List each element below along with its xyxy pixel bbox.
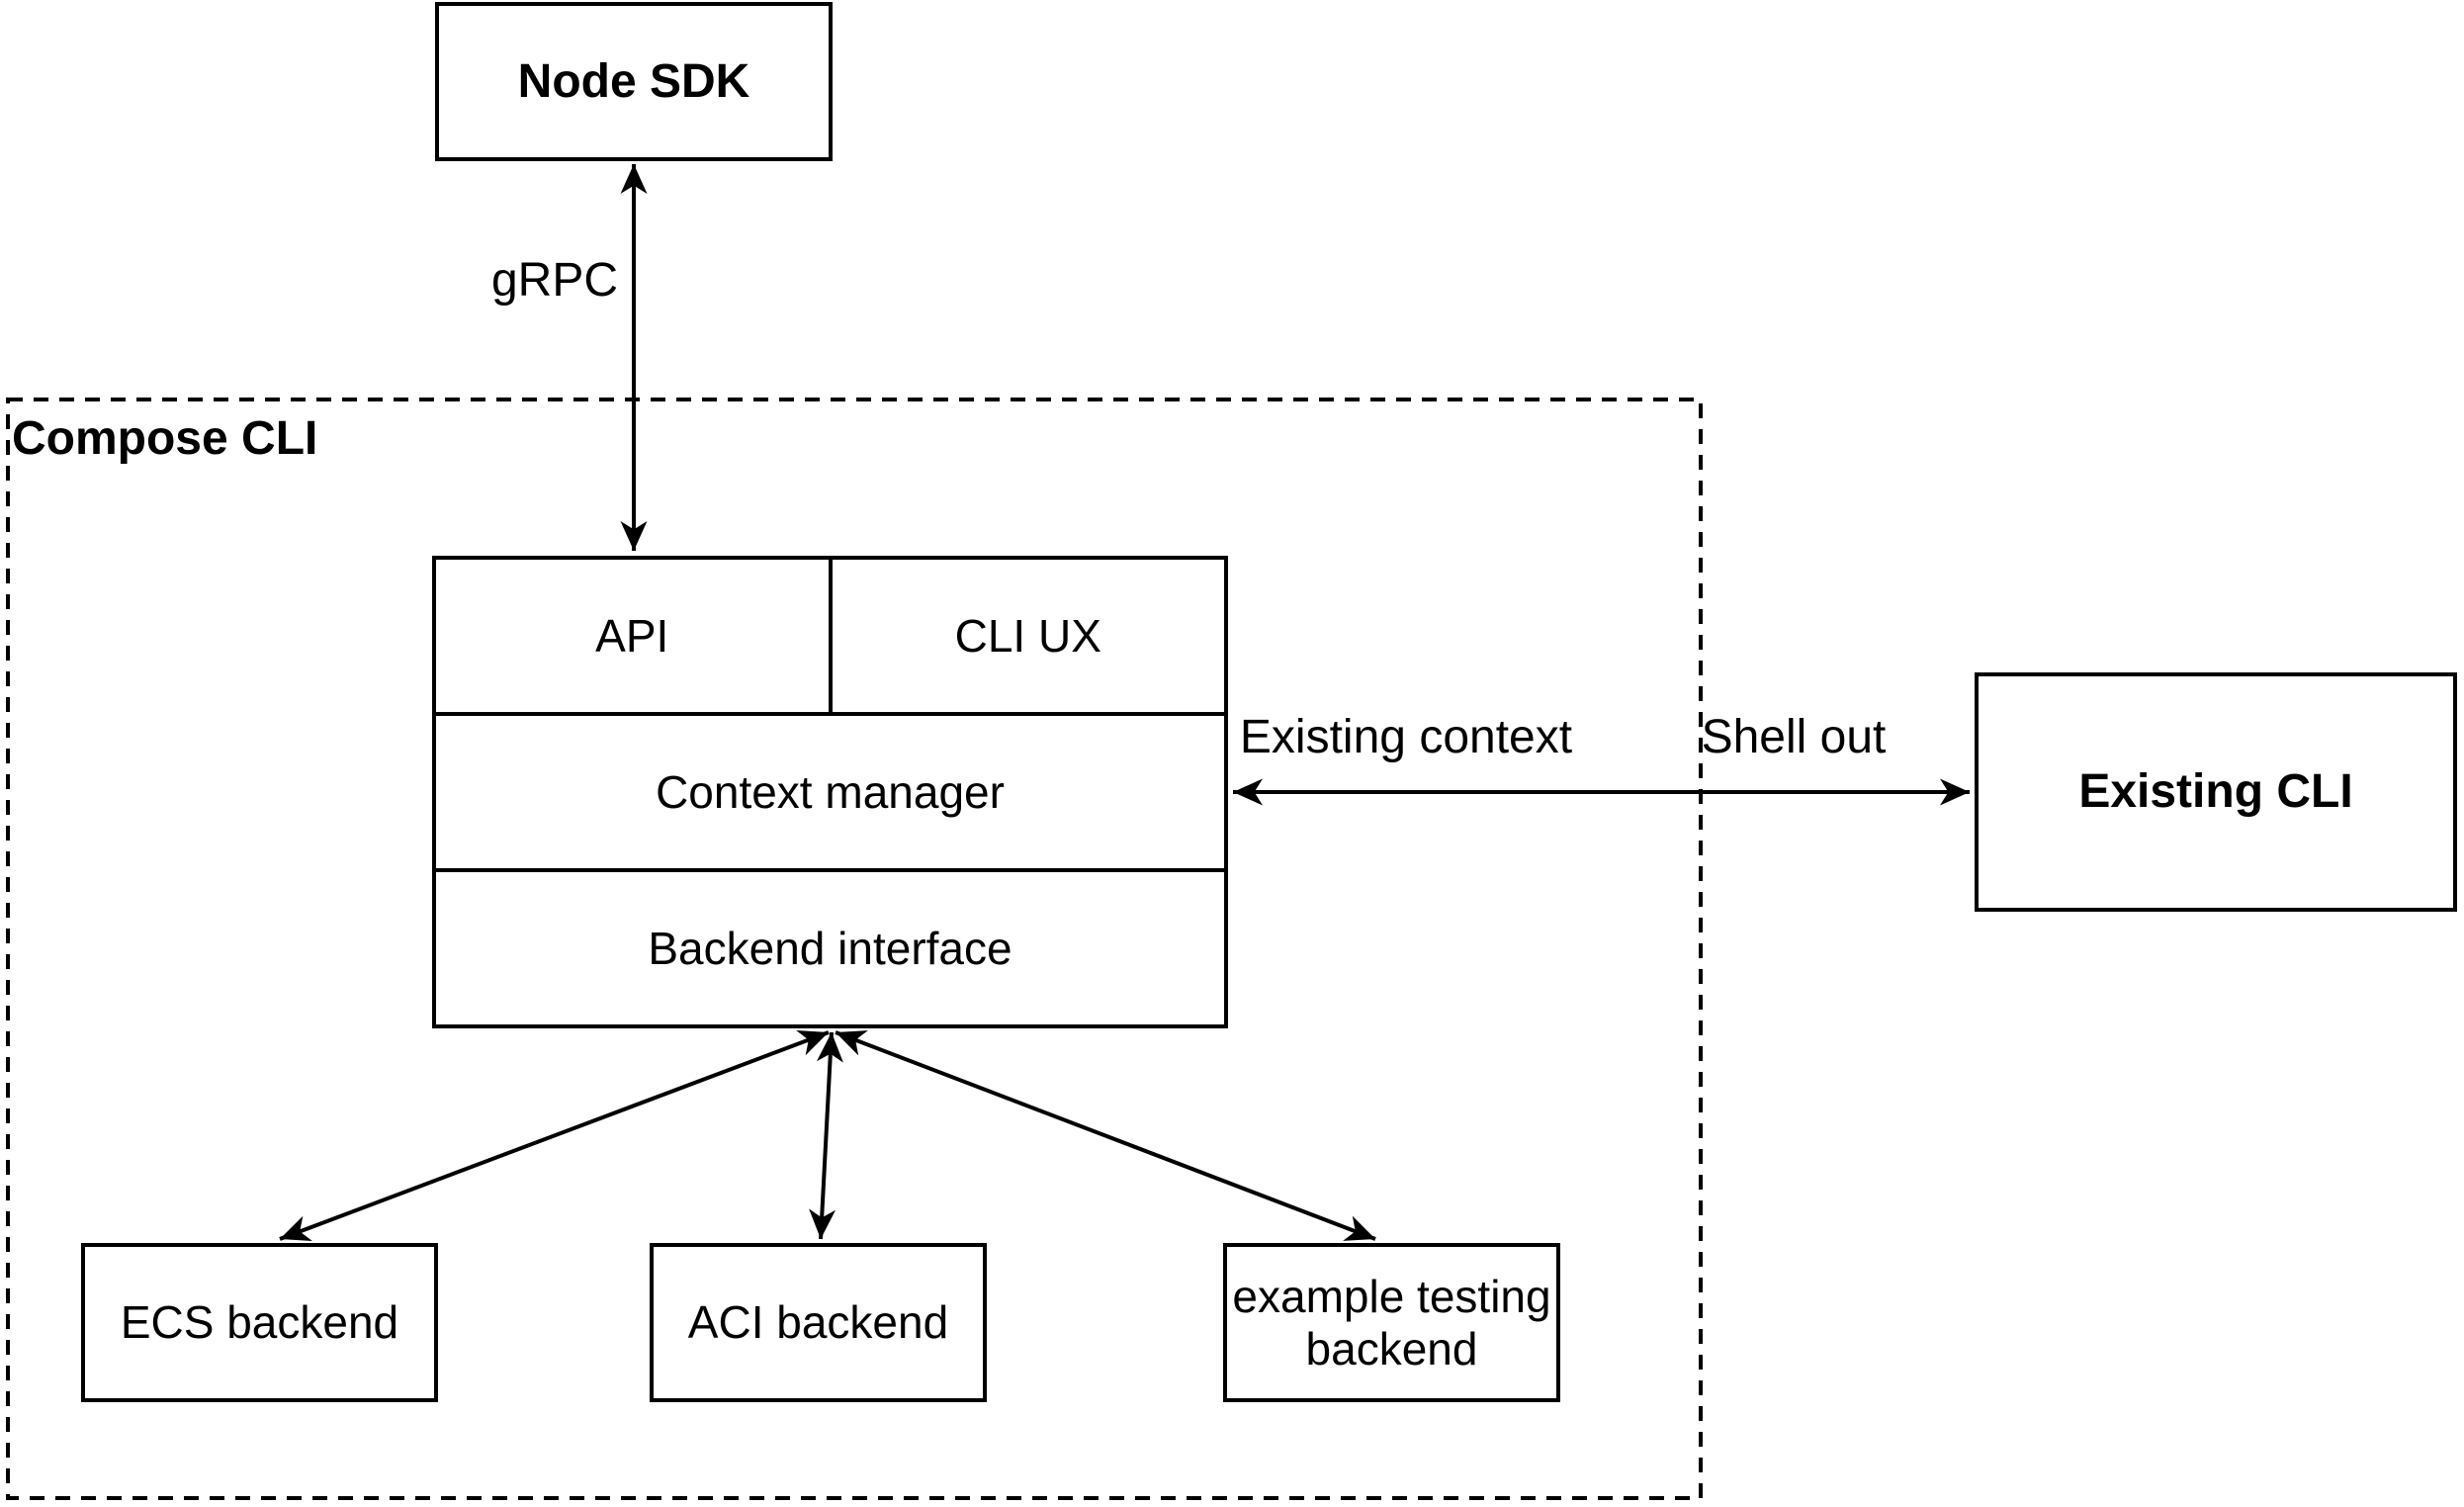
cli-stack-box: API CLI UX Context manager Backend inter…	[432, 556, 1228, 1028]
node-sdk-label: Node SDK	[517, 54, 750, 108]
node-sdk-box: Node SDK	[435, 2, 833, 161]
backend-interface-row: Backend interface	[436, 868, 1224, 1024]
aci-backend-connector	[809, 1031, 843, 1240]
grpc-edge-label: gRPC	[490, 254, 618, 307]
api-cell: API	[436, 560, 829, 712]
example-testing-backend-box: example testing backend	[1223, 1243, 1560, 1402]
backend-interface-label: Backend interface	[648, 923, 1012, 974]
compose-cli-container-label: Compose CLI	[12, 411, 322, 466]
example-testing-backend-label: example testing backend	[1232, 1270, 1551, 1374]
existing-context-edge-label: Existing context	[1239, 711, 1573, 763]
cli-ux-cell: CLI UX	[828, 560, 1225, 712]
existing-cli-label: Existing CLI	[2078, 765, 2353, 819]
cli-ux-label: CLI UX	[954, 610, 1101, 662]
api-label: API	[595, 610, 669, 662]
aci-backend-label: ACI backend	[687, 1296, 949, 1349]
ecs-backend-label: ECS backend	[120, 1296, 399, 1349]
aci-backend-box: ACI backend	[650, 1243, 987, 1402]
ecs-backend-connector	[279, 1029, 830, 1242]
existing-cli-box: Existing CLI	[1975, 672, 2457, 912]
context-manager-row: Context manager	[436, 712, 1224, 868]
shell-out-edge-label: Shell out	[1701, 711, 1887, 763]
example-backend-connector	[835, 1030, 1376, 1241]
stack-top-row: API CLI UX	[436, 560, 1224, 712]
context-manager-label: Context manager	[656, 766, 1005, 818]
ecs-backend-box: ECS backend	[81, 1243, 438, 1402]
